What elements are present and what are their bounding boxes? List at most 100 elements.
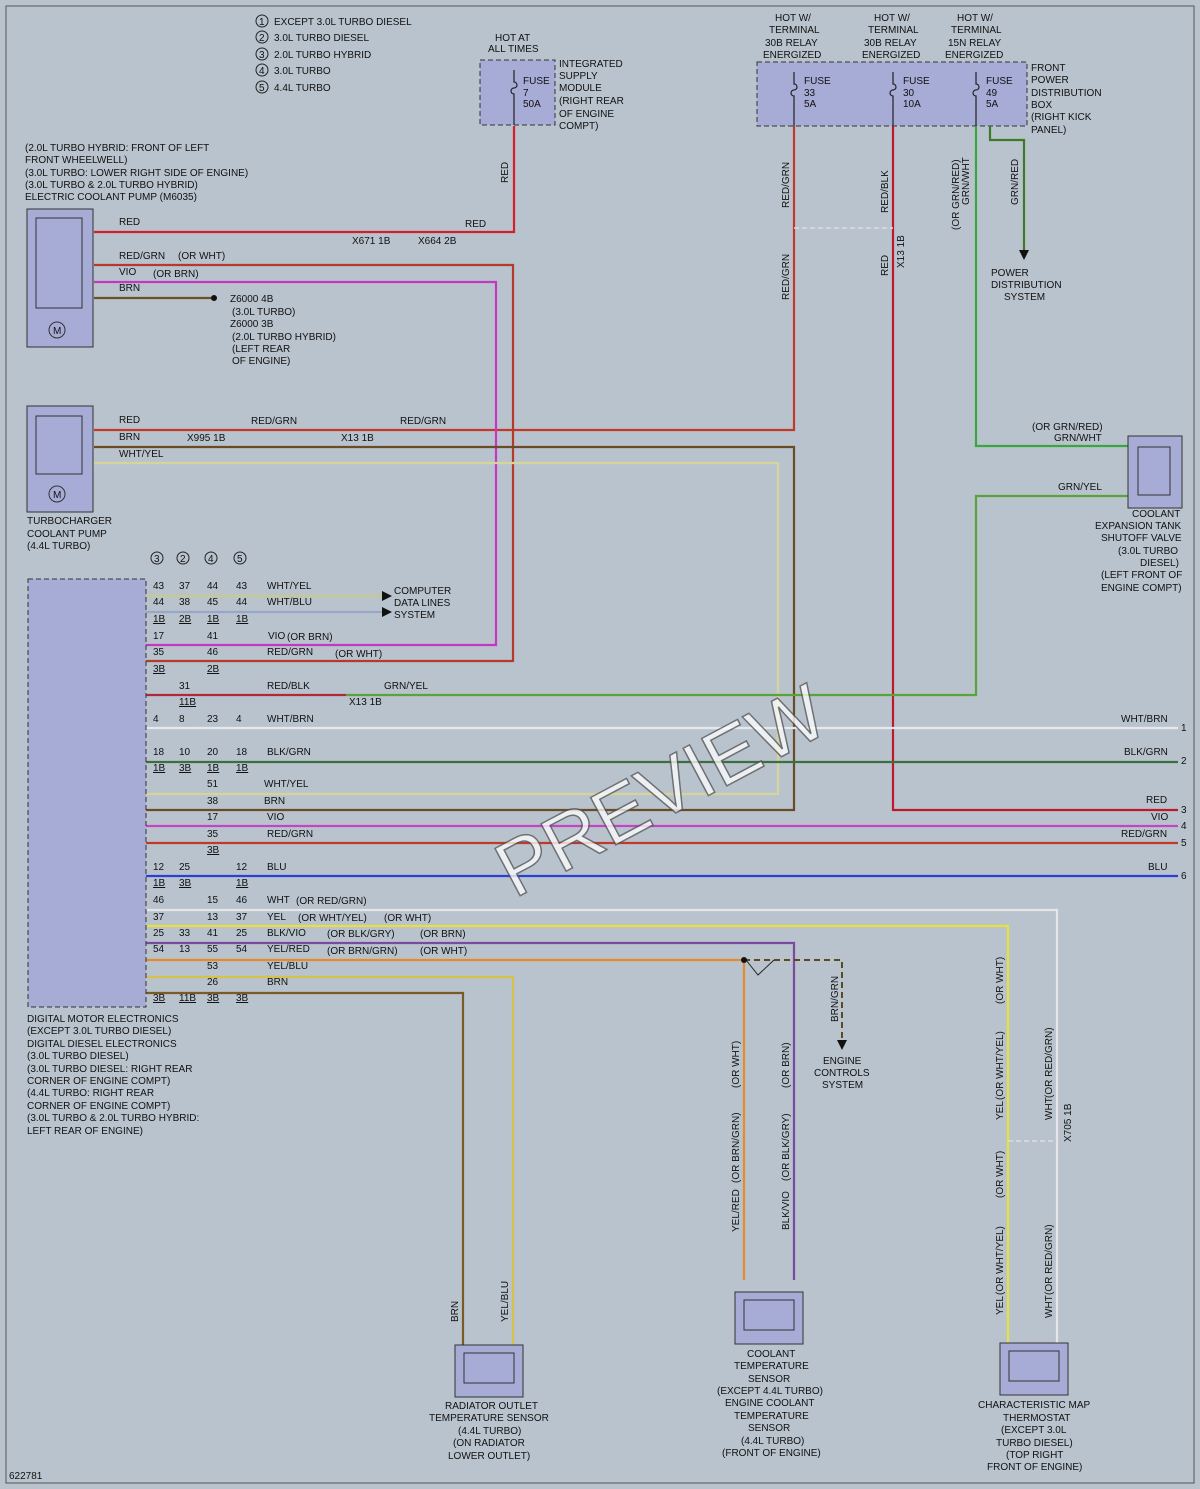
- svg-text:(OR WHT/YEL): (OR WHT/YEL): [995, 1226, 1006, 1295]
- svg-text:RED/GRN: RED/GRN: [1121, 829, 1167, 840]
- svg-text:FRONT OF ENGINE): FRONT OF ENGINE): [987, 1462, 1082, 1473]
- svg-text:SYSTEM: SYSTEM: [1004, 292, 1045, 303]
- connector-x13: X13 1B: [896, 235, 907, 268]
- svg-text:ENERGIZED: ENERGIZED: [862, 50, 920, 61]
- svg-text:COMPT): COMPT): [559, 121, 598, 132]
- pin-number: 12: [236, 862, 248, 873]
- svg-text:(ON RADIATOR: (ON RADIATOR: [453, 1438, 525, 1449]
- pin-number: 3B: [179, 763, 192, 774]
- svg-text:DISTRIBUTION: DISTRIBUTION: [991, 280, 1062, 291]
- svg-text:33: 33: [804, 88, 816, 99]
- svg-text:BLK/GRN: BLK/GRN: [1124, 747, 1168, 758]
- svg-text:5: 5: [1181, 838, 1187, 849]
- svg-text:CORNER OF ENGINE COMPT): CORNER OF ENGINE COMPT): [27, 1101, 170, 1112]
- svg-text:5: 5: [259, 83, 265, 94]
- svg-text:ENERGIZED: ENERGIZED: [763, 50, 821, 61]
- pin-number: 1B: [207, 763, 220, 774]
- motor-symbol: M: [53, 326, 61, 337]
- pin-number: 46: [153, 895, 165, 906]
- svg-text:2: 2: [259, 33, 265, 44]
- svg-text:CORNER OF ENGINE COMPT): CORNER OF ENGINE COMPT): [27, 1076, 170, 1087]
- coolant-expansion-tank-shutoff-valve: COOLANT EXPANSION TANK SHUTOFF VALVE (3.…: [1095, 435, 1183, 594]
- connector-x13: X13 1B: [349, 697, 382, 708]
- svg-text:(OR BRN/GRN): (OR BRN/GRN): [731, 1112, 742, 1183]
- svg-text:(OR BRN): (OR BRN): [153, 269, 199, 280]
- svg-text:ALL TIMES: ALL TIMES: [488, 44, 539, 55]
- svg-text:YEL: YEL: [267, 912, 286, 923]
- svg-text:(OR WHT/YEL): (OR WHT/YEL): [995, 1031, 1006, 1100]
- svg-text:Z6000 3B: Z6000 3B: [230, 319, 274, 330]
- pin-number: 51: [207, 779, 219, 790]
- svg-text:Z6000 4B: Z6000 4B: [230, 294, 274, 305]
- legend-item: 4.4L TURBO: [274, 83, 331, 94]
- svg-text:HOT AT: HOT AT: [495, 33, 530, 44]
- svg-text:(OR BRN): (OR BRN): [287, 632, 333, 643]
- svg-text:WHT/YEL: WHT/YEL: [267, 581, 312, 592]
- pin-number: 20: [207, 747, 219, 758]
- svg-text:BLU: BLU: [267, 862, 286, 873]
- pin-col-marker: [150, 551, 164, 565]
- pin-number: 3B: [153, 993, 166, 1004]
- pin-number: 17: [153, 631, 165, 642]
- characteristic-map-thermostat: CHARACTERISTIC MAP THERMOSTAT (EXCEPT 3.…: [978, 1342, 1091, 1473]
- svg-text:RED/GRN: RED/GRN: [781, 162, 792, 208]
- svg-text:(3.0L TURBO: (3.0L TURBO: [1118, 546, 1178, 557]
- svg-text:(OR RED/GRN): (OR RED/GRN): [1044, 1027, 1055, 1098]
- svg-text:4: 4: [1181, 821, 1187, 832]
- svg-text:(TOP RIGHT: (TOP RIGHT: [1006, 1450, 1063, 1461]
- svg-text:RED: RED: [119, 415, 140, 426]
- svg-text:ENGINE: ENGINE: [823, 1056, 862, 1067]
- svg-text:TEMPERATURE SENSOR: TEMPERATURE SENSOR: [429, 1413, 549, 1424]
- svg-text:TURBO DIESEL): TURBO DIESEL): [996, 1438, 1073, 1449]
- pin-number: 18: [153, 747, 165, 758]
- svg-text:VIO: VIO: [268, 631, 285, 642]
- svg-text:YEL: YEL: [995, 1296, 1006, 1315]
- pin-number: 3B: [236, 993, 249, 1004]
- pin-number: 35: [153, 647, 165, 658]
- pin-number: 2B: [179, 614, 192, 625]
- svg-text:TURBOCHARGER: TURBOCHARGER: [27, 516, 112, 527]
- svg-text:BRN: BRN: [119, 432, 140, 443]
- svg-text:BRN: BRN: [450, 1301, 461, 1322]
- svg-text:PANEL): PANEL): [1031, 125, 1066, 136]
- pin-number: 2B: [207, 664, 220, 675]
- document-id: 622781: [9, 1471, 43, 1482]
- pin-number: 1B: [236, 763, 249, 774]
- svg-text:(4.4L TURBO): (4.4L TURBO): [27, 541, 90, 552]
- svg-text:(OR WHT): (OR WHT): [335, 649, 382, 660]
- pin-number: 4: [153, 714, 159, 725]
- svg-text:DISTRIBUTION: DISTRIBUTION: [1031, 88, 1102, 99]
- svg-text:(OR WHT): (OR WHT): [384, 913, 431, 924]
- pin-number: 43: [153, 581, 165, 592]
- svg-text:WHT/BLU: WHT/BLU: [267, 597, 312, 608]
- pin-number: 35: [207, 829, 219, 840]
- svg-text:1: 1: [259, 17, 265, 28]
- svg-text:WHT: WHT: [267, 895, 290, 906]
- svg-text:OF ENGINE): OF ENGINE): [232, 356, 290, 367]
- legend-item: 3.0L TURBO DIESEL: [274, 33, 369, 44]
- connector-x995: X995 1B: [187, 433, 226, 444]
- turbocharger-coolant-pump: M TURBOCHARGER COOLANT PUMP (4.4L TURBO): [26, 405, 112, 552]
- svg-text:TEMPERATURE: TEMPERATURE: [734, 1411, 809, 1422]
- svg-text:10A: 10A: [903, 99, 921, 110]
- svg-text:WHT: WHT: [1044, 1295, 1055, 1318]
- engine-controls-system: ENGINE CONTROLS SYSTEM: [814, 1056, 870, 1091]
- pin-number: 3B: [207, 993, 220, 1004]
- pin-number: 38: [207, 796, 219, 807]
- svg-text:VIO: VIO: [1151, 812, 1168, 823]
- svg-text:(OR WHT): (OR WHT): [420, 946, 467, 957]
- pin-number: 3B: [179, 878, 192, 889]
- svg-text:TEMPERATURE: TEMPERATURE: [734, 1361, 809, 1372]
- pin-number: 55: [207, 944, 219, 955]
- svg-text:BRN: BRN: [119, 283, 140, 294]
- pin-number: 15: [207, 895, 219, 906]
- svg-text:BLK/VIO: BLK/VIO: [267, 928, 306, 939]
- pin-number: 44: [236, 597, 248, 608]
- electric-coolant-pump: M (2.0L TURBO HYBRID: FRONT OF LEFT FRON…: [25, 143, 248, 348]
- svg-text:FUSE: FUSE: [523, 76, 550, 87]
- svg-text:ELECTRIC COOLANT PUMP (M6035): ELECTRIC COOLANT PUMP (M6035): [25, 192, 197, 203]
- svg-text:(OR BLK/GRY): (OR BLK/GRY): [327, 929, 395, 940]
- svg-text:SENSOR: SENSOR: [748, 1374, 790, 1385]
